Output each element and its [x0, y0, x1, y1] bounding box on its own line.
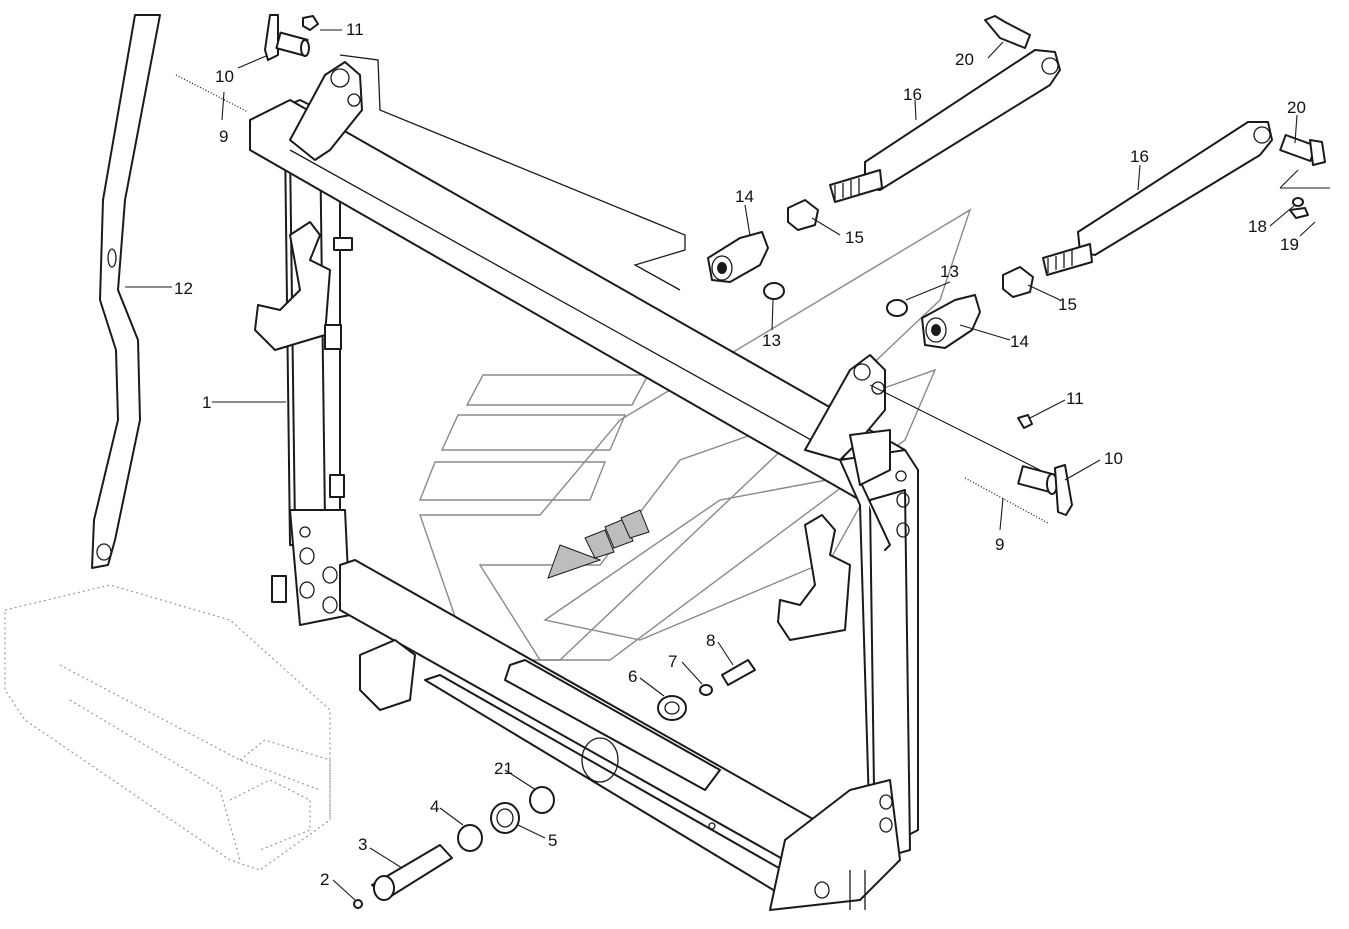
- callout-9-right: 9: [995, 535, 1004, 554]
- callout-5: 5: [548, 831, 557, 850]
- direction-arrow: [547, 509, 650, 579]
- callout-11-left: 11: [346, 20, 364, 39]
- callout-8: 8: [706, 631, 715, 650]
- callout-3: 3: [358, 835, 367, 854]
- callout-15-upper: 15: [845, 228, 864, 247]
- top-link-upper: [829, 15, 1061, 203]
- part-12-guide-bar: [91, 14, 161, 569]
- pin-assembly-right: [869, 384, 1073, 524]
- pin-assembly-left: [175, 14, 319, 113]
- callout-9-left: 9: [219, 127, 228, 146]
- lower-pin-parts: [353, 659, 756, 909]
- callout-21: 21: [494, 759, 513, 778]
- callout-10-left: 10: [215, 67, 234, 86]
- callouts: 1 2 3 4 5 6 7 8 9 9 10 10 11 11 12 13 13…: [174, 20, 1306, 889]
- callout-14-lower: 14: [1010, 332, 1029, 351]
- callout-20-upper: 20: [955, 50, 974, 69]
- callout-6: 6: [628, 667, 637, 686]
- callout-19: 19: [1280, 235, 1299, 254]
- callout-14-upper: 14: [735, 187, 754, 206]
- tractor-arm-ghost: [4, 584, 331, 871]
- callout-4: 4: [430, 797, 439, 816]
- callout-12: 12: [174, 279, 193, 298]
- link-ends: [707, 197, 1309, 349]
- callout-1: 1: [202, 393, 211, 412]
- callout-20-lower: 20: [1287, 98, 1306, 117]
- callout-7: 7: [668, 652, 677, 671]
- leader-lines: [125, 29, 1330, 901]
- callout-2: 2: [320, 870, 329, 889]
- callout-13-lower: 13: [762, 331, 781, 350]
- callout-16-upper: 16: [903, 85, 922, 104]
- callout-15-lower: 15: [1058, 295, 1077, 314]
- callout-16-lower: 16: [1130, 147, 1149, 166]
- callout-11-right: 11: [1066, 389, 1084, 408]
- callout-18: 18: [1248, 217, 1267, 236]
- callout-13-upper: 13: [940, 262, 959, 281]
- callout-10-right: 10: [1104, 449, 1123, 468]
- top-link-lower: [1042, 121, 1326, 276]
- part-1-main-frame: [249, 54, 919, 911]
